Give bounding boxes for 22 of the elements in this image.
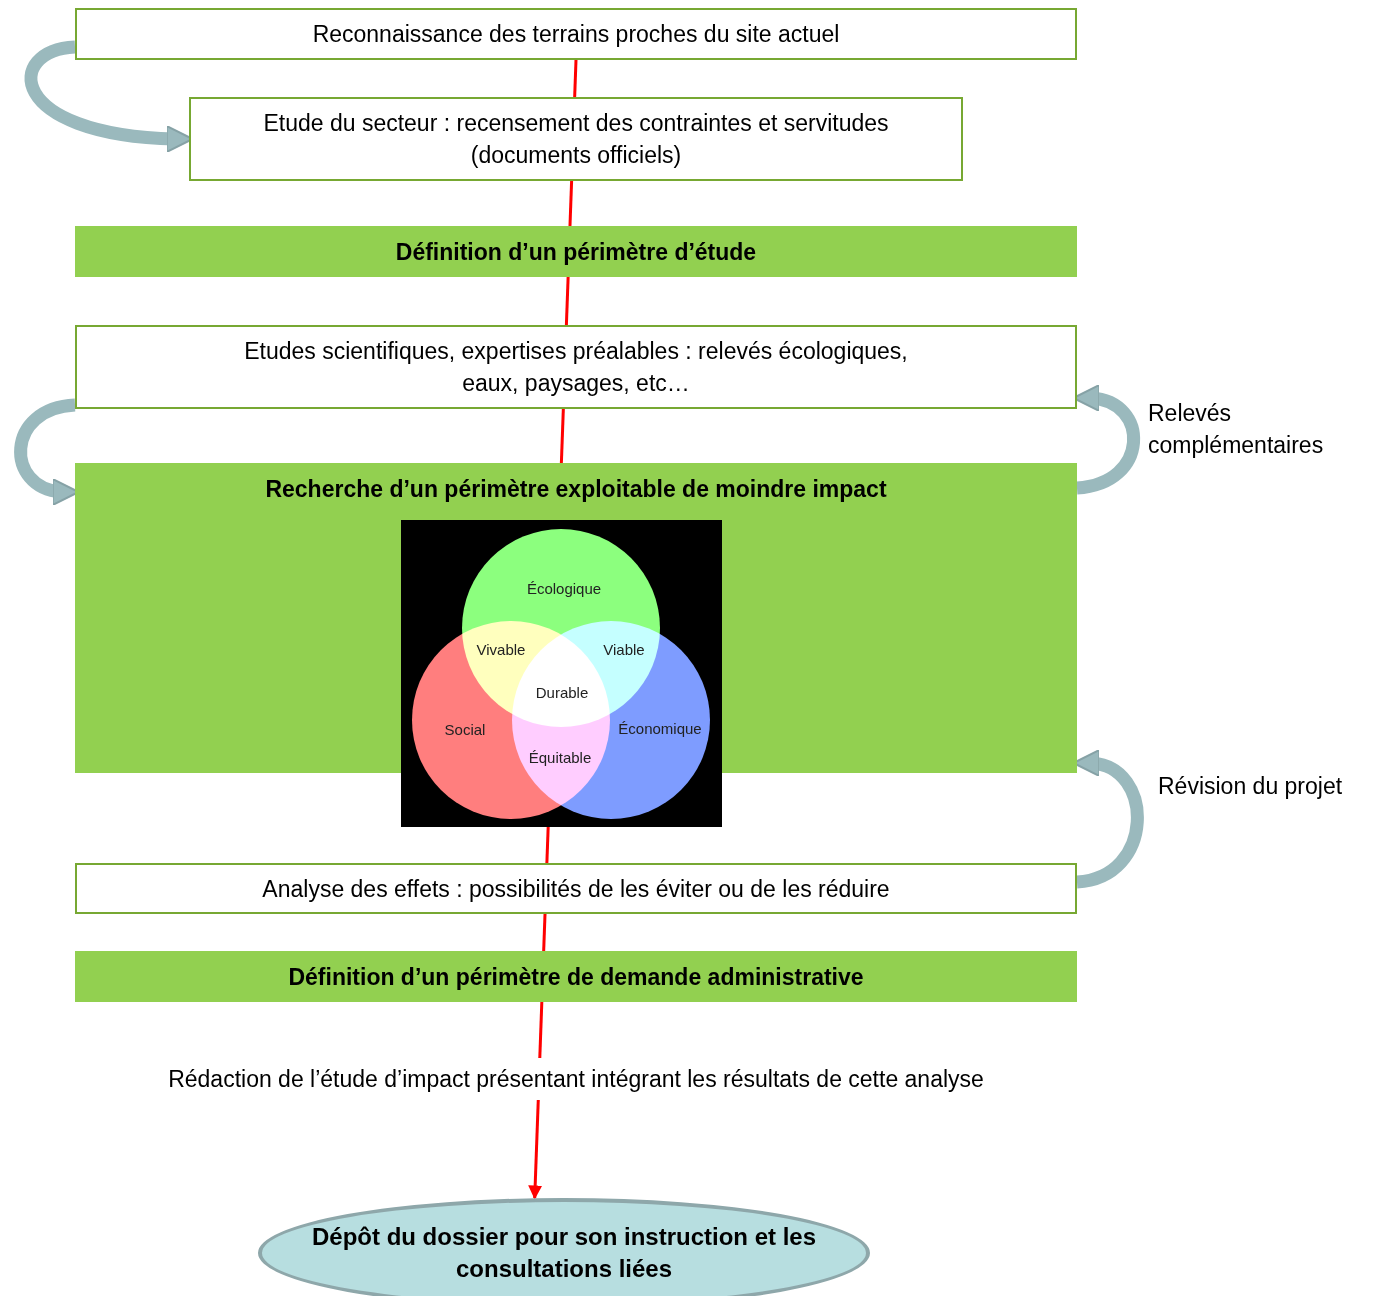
- process-box: [189, 97, 963, 181]
- stage-banner: [75, 951, 1077, 1002]
- box-label: Recherche d’un périmètre exploitable de moindre impact: [265, 475, 887, 504]
- box-label: Définition d’un périmètre d’étude: [395, 237, 757, 267]
- box-label: Dépôt du dossier pour son instruction et les consultations liées: [310, 1222, 817, 1284]
- venn-label: Vivable: [476, 640, 526, 658]
- venn-label: Économique: [618, 719, 702, 737]
- process-box: [75, 863, 1077, 914]
- venn-label: Viable: [603, 640, 645, 658]
- box-label: Définition d’un périmètre de demande administrative: [288, 962, 864, 992]
- process-box: [75, 8, 1077, 60]
- venn-label: Social: [444, 720, 486, 738]
- box-label: Etudes scientifiques, expertises préalables : relevés écologiques, eaux, paysages, etc…: [243, 337, 909, 398]
- box-label: Reconnaissance des terrains proches du site actuel: [312, 20, 840, 49]
- venn-label: Équitable: [528, 748, 592, 766]
- box-label: Etude du secteur : recensement des contraintes et servitudes (documents officiels): [262, 109, 890, 170]
- process-box: [75, 325, 1077, 409]
- stage-banner: [75, 226, 1077, 277]
- venn-label: Durable: [535, 683, 589, 701]
- venn-label: Écologique: [526, 579, 602, 597]
- step-text: Rédaction de l’étude d’impact présentant intégrant les résultats de cette analyse: [168, 1065, 984, 1094]
- box-label: Analyse des effets : possibilités de les éviter ou de les réduire: [262, 874, 890, 904]
